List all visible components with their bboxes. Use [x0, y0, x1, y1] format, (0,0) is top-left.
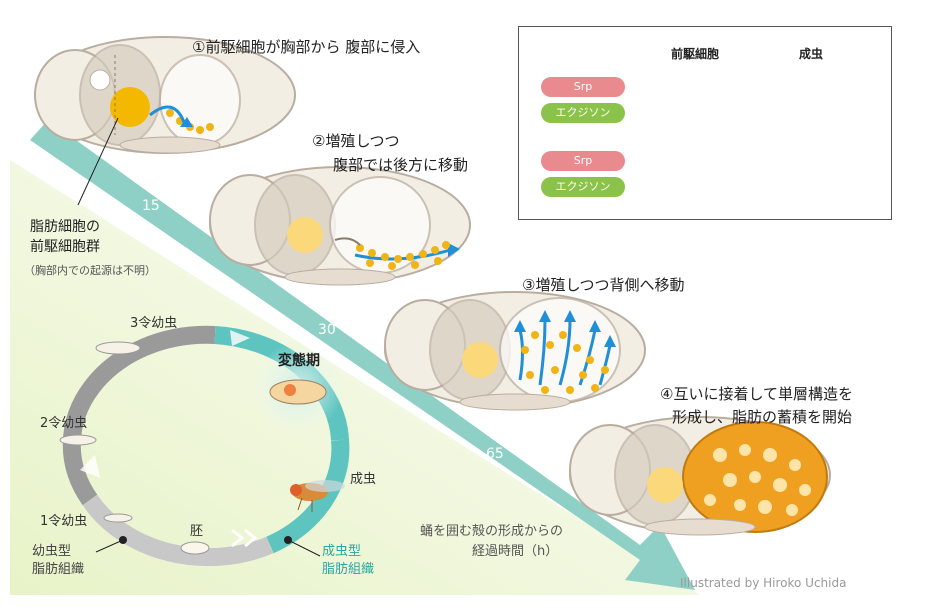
adult-fly-icon [290, 480, 345, 512]
larval-fat-line2: 脂肪組織 [32, 562, 85, 577]
timeline-tick-15: 15 [142, 198, 160, 214]
adult-fat-line1: 成虫型 [322, 544, 362, 559]
precursor-origin-note: （胸部内での起源は不明） [24, 264, 156, 277]
larva-instar1-icon [103, 513, 133, 523]
timeline-arrow [30, 120, 695, 590]
pointer-line [77, 117, 119, 206]
larva-instar2-icon [59, 434, 97, 446]
timeline-tick-65: 65 [486, 446, 504, 462]
pupa-stage-3 [384, 291, 646, 411]
larval-fat-line1: 幼虫型 [32, 544, 72, 559]
embryo-icon [180, 541, 210, 555]
ecdysone-pill-2: エクジソン [541, 177, 625, 197]
adult-label: 成虫 [350, 472, 377, 487]
ecdysone-pill: エクジソン [541, 103, 625, 123]
embryo-label: 胚 [190, 524, 204, 539]
step-3-text: ③増殖しつつ背側へ移動 [522, 276, 685, 294]
pupa-stage-4 [569, 416, 831, 536]
instar1-label: 1令幼虫 [40, 514, 88, 529]
precursor-label-line2: 前駆細胞群 [30, 239, 100, 255]
larva-instar3-icon [95, 341, 141, 355]
pupa-icon [269, 379, 327, 405]
step-2-line1: ②増殖しつつ [312, 132, 400, 150]
metamorphosis-label: 変態期 [278, 353, 320, 369]
step-4-line1: ④互いに接着して単層構造を [660, 385, 853, 403]
step-1-text: ①前駆細胞が胸部から 腹部に侵入 [192, 38, 421, 56]
step-2-line2: 腹部では後方に移動 [333, 156, 469, 174]
instar2-label: 2令幼虫 [40, 416, 88, 431]
srp-pill: Srp [541, 77, 625, 97]
illustrator-credit: Illustrated by Hiroko Uchida [680, 576, 847, 590]
timeline-tick-30: 30 [318, 322, 336, 338]
pupa-stage-2 [209, 166, 471, 286]
instar3-label: 3令幼虫 [130, 316, 178, 331]
step-4-line2: 形成し、脂肪の蓄積を開始 [672, 408, 853, 426]
legend-col-precursor: 前駆細胞 [671, 47, 720, 61]
pupa-stage-1 [34, 36, 296, 154]
legend-box: 前駆細胞 成虫 Srp エクジソン Srp エクジソン [518, 26, 892, 220]
timeline-caption-line2: 経過時間（h） [472, 544, 559, 559]
srp-pill-2: Srp [541, 151, 625, 171]
precursor-label-line1: 脂肪細胞の [30, 219, 100, 235]
background-wash [10, 160, 700, 595]
timeline-caption-line1: 蛹を囲む殻の形成からの [420, 524, 564, 539]
legend-col-adult: 成虫 [799, 47, 824, 61]
adult-fat-line2: 脂肪組織 [322, 562, 375, 577]
